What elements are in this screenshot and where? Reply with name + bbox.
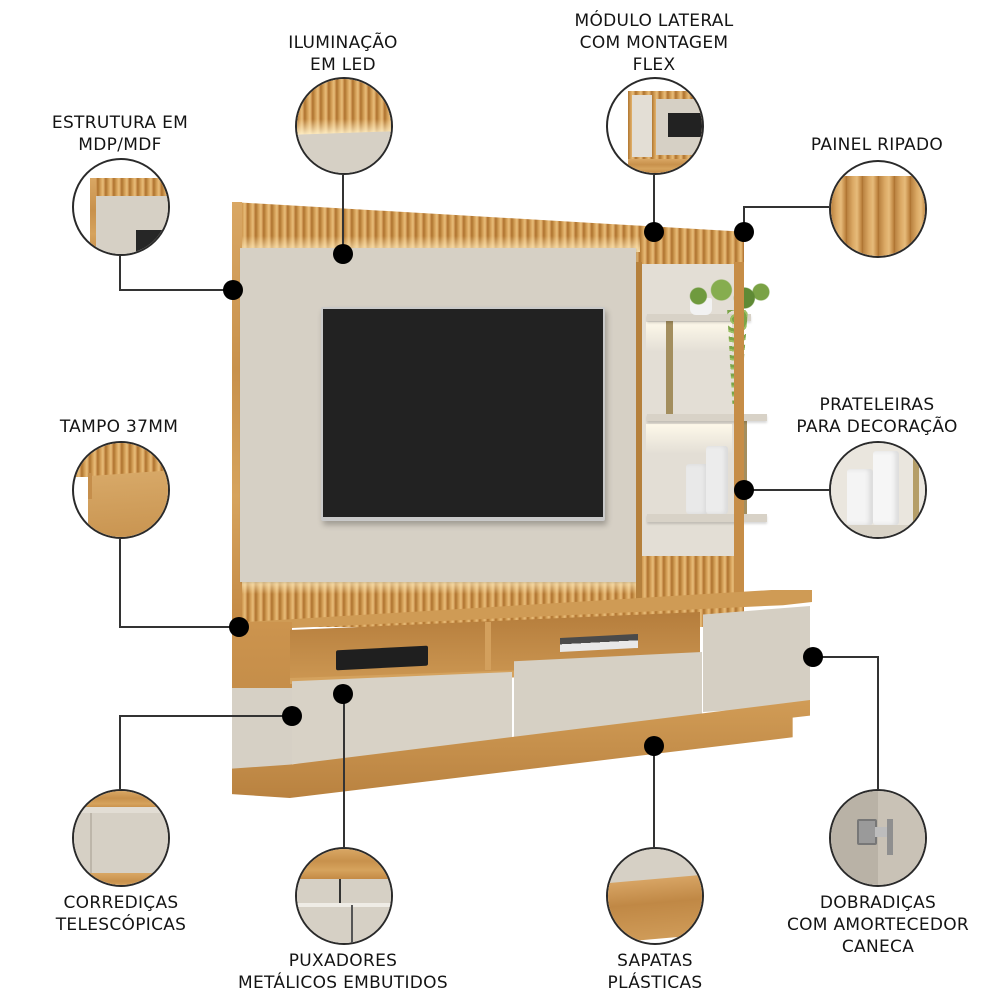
callout-label-painel: PAINEL RIPADO <box>810 135 944 155</box>
detail-circle-painel <box>829 160 927 258</box>
connector-sapatas <box>653 746 655 848</box>
callout-label-sapatas: SAPATAS PLÁSTICAS <box>607 951 703 993</box>
shelf-upright-1 <box>666 321 673 414</box>
connector-tampo-v <box>119 539 121 627</box>
callout-label-prateleiras: PRATELEIRAS PARA DECORAÇÃO <box>796 395 958 437</box>
callout-label-estrutura: ESTRUTURA EM MDP/MDF <box>51 113 189 155</box>
detail-circle-puxadores <box>295 847 393 945</box>
panel-side-edge <box>232 202 242 622</box>
connector-prateleiras <box>744 489 829 491</box>
connector-painel-h <box>743 206 829 208</box>
marker-dot-puxadores[interactable] <box>333 684 353 704</box>
connector-estrutura-h <box>119 289 233 291</box>
marker-dot-iluminacao[interactable] <box>333 244 353 264</box>
connector-painel-v <box>743 206 745 232</box>
connector-tampo-h <box>119 626 239 628</box>
connector-corredicas-h <box>119 715 292 717</box>
tv-screen <box>323 309 603 517</box>
detail-circle-sapatas <box>606 847 704 945</box>
detail-circle-modulo <box>606 77 704 175</box>
connector-dobradicas-v <box>877 656 879 790</box>
marker-dot-prateleiras[interactable] <box>734 480 754 500</box>
callout-label-corredicas: CORREDIÇAS TELESCÓPICAS <box>55 893 187 935</box>
connector-dobradicas-h <box>813 656 879 658</box>
callout-label-modulo: MÓDULO LATERAL COM MONTAGEM FLEX <box>574 11 734 75</box>
rack-left-cream-end <box>232 688 292 770</box>
tv-frame <box>321 307 605 521</box>
panel-right-edge <box>734 262 744 602</box>
niche-divider <box>485 622 491 670</box>
vase-short <box>686 464 708 514</box>
side-module-divider <box>636 262 642 602</box>
callout-label-puxadores: PUXADORES METÁLICOS EMBUTIDOS <box>238 951 448 993</box>
connector-corredicas-v <box>119 715 121 790</box>
shelf-bottom <box>647 514 767 522</box>
shelf-middle <box>647 414 767 421</box>
marker-dot-painel[interactable] <box>734 222 754 242</box>
shelf-glow-1 <box>646 322 732 352</box>
cabinet-door <box>703 606 810 712</box>
detail-circle-iluminacao <box>295 77 393 175</box>
marker-dot-tampo[interactable] <box>229 617 249 637</box>
connector-estrutura-v <box>119 256 121 290</box>
callout-label-dobradicas: DOBRADIÇAS COM AMORTECEDOR CANECA <box>786 893 970 957</box>
callout-label-tampo: TAMPO 37MM <box>59 417 179 437</box>
marker-dot-modulo[interactable] <box>644 222 664 242</box>
marker-dot-dobradicas[interactable] <box>803 647 823 667</box>
connector-puxadores <box>343 694 345 848</box>
marker-dot-sapatas[interactable] <box>644 736 664 756</box>
plant-leaves <box>680 276 772 316</box>
marker-dot-corredicas[interactable] <box>282 706 302 726</box>
led-glow-bottom <box>242 580 640 594</box>
vase-tall <box>706 446 728 514</box>
connector-modulo <box>653 175 655 233</box>
detail-circle-tampo <box>72 441 170 539</box>
callout-label-iluminacao: ILUMINAÇÃO EM LED <box>288 33 398 75</box>
detail-circle-prateleiras <box>829 441 927 539</box>
detail-circle-corredicas <box>72 789 170 887</box>
detail-circle-dobradicas <box>829 789 927 887</box>
marker-dot-estrutura[interactable] <box>223 280 243 300</box>
shelf-top <box>647 314 751 321</box>
connector-iluminacao <box>342 175 344 255</box>
detail-circle-estrutura <box>72 158 170 256</box>
